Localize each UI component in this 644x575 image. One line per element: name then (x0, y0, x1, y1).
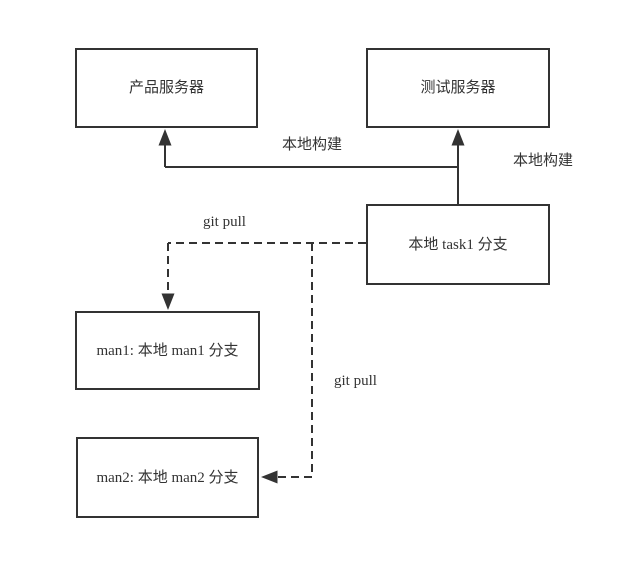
node-test-server: 测试服务器 (366, 48, 550, 128)
edge-label-gitpull-top: git pull (201, 213, 248, 231)
arrowhead-left-man2 (261, 470, 278, 484)
edge-gitpull-connector (167, 242, 366, 478)
node-man2-branch: man2: 本地 man2 分支 (76, 437, 259, 518)
edge-label-build-center: 本地构建 (280, 136, 345, 154)
arrowhead-up-test (451, 129, 465, 146)
node-production-server: 产品服务器 (75, 48, 258, 128)
edge-build-connector (164, 145, 459, 204)
node-production-server-label: 产品服务器 (128, 80, 204, 96)
arrowhead-up-production (158, 129, 172, 146)
edge-label-build-right: 本地构建 (511, 152, 576, 170)
node-man2-branch-label: man2: 本地 man2 分支 (96, 469, 239, 486)
node-test-server-label: 测试服务器 (420, 80, 496, 96)
edge-label-gitpull-mid: git pull (332, 372, 379, 390)
node-man1-branch: man1: 本地 man1 分支 (75, 311, 260, 390)
node-task1-branch-label: 本地 task1 分支 (408, 236, 508, 253)
node-task1-branch: 本地 task1 分支 (366, 204, 550, 285)
arrowhead-down-man1 (161, 293, 175, 310)
node-man1-branch-label: man1: 本地 man1 分支 (96, 342, 239, 359)
